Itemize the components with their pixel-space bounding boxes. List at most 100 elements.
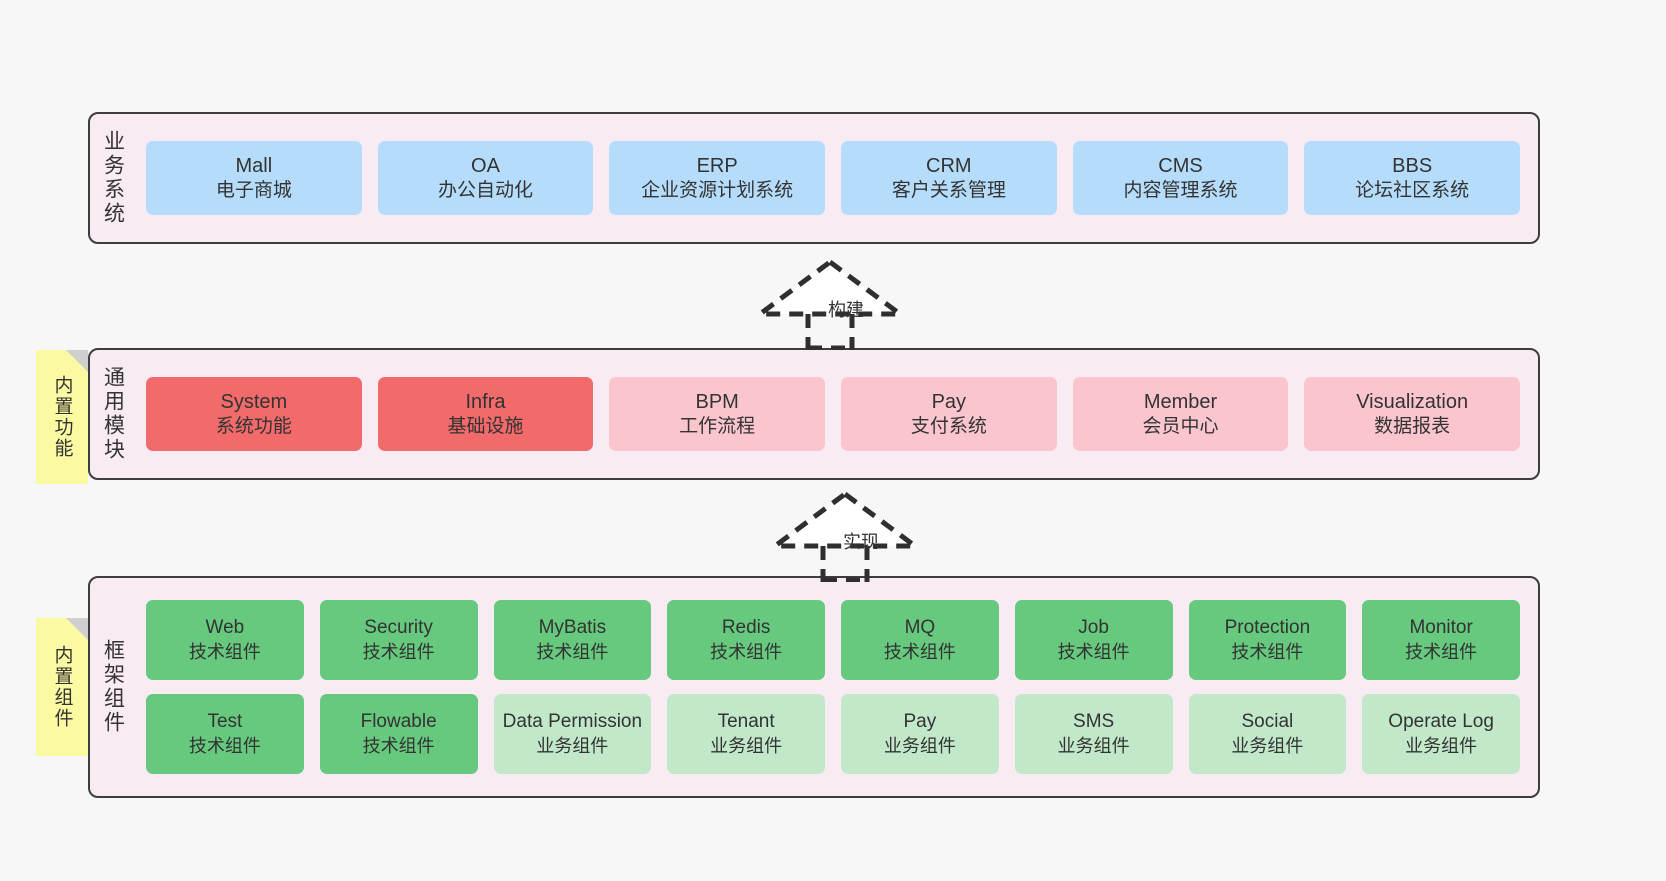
card-web[interactable]: Web 技术组件 (146, 600, 304, 680)
card-infra[interactable]: Infra 基础设施 (377, 377, 594, 451)
card-title-en: OA (471, 154, 500, 177)
card-mall[interactable]: Mall 电子商城 (146, 141, 362, 215)
card-pay-business[interactable]: Pay 业务组件 (841, 694, 999, 774)
card-title-en: Visualization (1356, 390, 1469, 413)
card-title-cn: 系统功能 (215, 415, 292, 437)
card-title-cn: 数据报表 (1374, 415, 1451, 437)
card-title-cn: 技术组件 (1405, 641, 1478, 662)
card-system[interactable]: System 系统功能 (146, 377, 362, 451)
card-title-cn: 业务组件 (1231, 735, 1304, 756)
card-title-en: Tenant (717, 710, 775, 732)
card-grid-business-systems: Mall 电子商城 OA 办公自动化 ERP 企业资源计划系统 CRM 客户关系… (136, 114, 1538, 242)
card-monitor[interactable]: Monitor 技术组件 (1362, 600, 1520, 680)
card-grid-framework-components: Web 技术组件 Security 技术组件 MyBatis 技术组件 Redi… (136, 578, 1538, 796)
card-title-en: CRM (926, 154, 972, 177)
card-erp[interactable]: ERP 企业资源计划系统 (609, 141, 825, 215)
card-title-cn: 技术组件 (1057, 641, 1130, 662)
sticky-note-label: 内置组件 (51, 645, 73, 729)
sticky-note-builtin-functions: 内置功能 (36, 350, 88, 484)
layer-business-systems: 业务系统 Mall 电子商城 OA 办公自动化 ERP 企业资源计划系统 CRM… (88, 112, 1540, 244)
card-title-cn: 客户关系管理 (891, 179, 1006, 201)
card-cms[interactable]: CMS 内容管理系统 (1072, 141, 1289, 215)
card-title-en: System (220, 390, 288, 413)
card-title-en: BPM (695, 390, 739, 413)
card-test[interactable]: Test 技术组件 (146, 694, 304, 774)
card-title-en: Data Permission (502, 710, 643, 732)
card-oa[interactable]: OA 办公自动化 (377, 141, 594, 215)
card-bpm[interactable]: BPM 工作流程 (609, 377, 825, 451)
card-title-en: CMS (1158, 154, 1203, 177)
card-mq[interactable]: MQ 技术组件 (841, 600, 999, 680)
card-title-en: Operate Log (1388, 710, 1494, 732)
card-title-cn: 企业资源计划系统 (641, 179, 794, 201)
folded-corner-icon (66, 618, 88, 640)
card-operate-log[interactable]: Operate Log 业务组件 (1362, 694, 1520, 774)
card-security[interactable]: Security 技术组件 (319, 600, 478, 680)
connector-label-implement: 实现 (843, 532, 879, 552)
card-pay[interactable]: Pay 支付系统 (841, 377, 1057, 451)
card-title-en: Mall (235, 154, 273, 177)
sticky-note-label: 内置功能 (51, 375, 73, 459)
card-title-cn: 业务组件 (536, 735, 609, 756)
folded-corner-icon (66, 350, 88, 372)
generalization-arrow-icon (755, 258, 905, 350)
card-bbs[interactable]: BBS 论坛社区系统 (1304, 141, 1520, 215)
card-title-en: Monitor (1409, 616, 1473, 638)
card-job[interactable]: Job 技术组件 (1014, 600, 1173, 680)
card-title-en: Web (205, 616, 245, 638)
card-social[interactable]: Social 业务组件 (1188, 694, 1347, 774)
card-title-cn: 技术组件 (536, 641, 609, 662)
card-title-en: MQ (904, 616, 936, 638)
layer-framework-components: 框架组件 Web 技术组件 Security 技术组件 MyBatis 技术组件… (88, 576, 1540, 798)
layer-label-framework-components: 框架组件 (101, 639, 125, 735)
card-member[interactable]: Member 会员中心 (1072, 377, 1289, 451)
card-title-en: Infra (465, 390, 506, 413)
card-title-cn: 内容管理系统 (1123, 179, 1238, 201)
connector-implement: 实现 (770, 490, 920, 582)
card-title-cn: 工作流程 (679, 415, 756, 437)
card-title-cn: 会员中心 (1142, 415, 1219, 437)
card-title-cn: 支付系统 (910, 415, 987, 437)
layer-common-modules: 通用模块 System 系统功能 Infra 基础设施 BPM 工作流程 Pay… (88, 348, 1540, 480)
card-visualization[interactable]: Visualization 数据报表 (1304, 377, 1520, 451)
card-sms[interactable]: SMS 业务组件 (1014, 694, 1173, 774)
card-title-cn: 办公自动化 (437, 179, 533, 201)
card-title-cn: 业务组件 (710, 735, 783, 756)
card-title-en: Pay (903, 710, 937, 732)
sticky-note-builtin-components: 内置组件 (36, 618, 88, 756)
card-title-en: Member (1143, 390, 1218, 413)
card-data-permission[interactable]: Data Permission 业务组件 (493, 694, 652, 774)
card-mybatis[interactable]: MyBatis 技术组件 (493, 600, 652, 680)
card-title-en: Security (364, 616, 433, 638)
card-title-en: MyBatis (538, 616, 607, 638)
card-title-cn: 基础设施 (447, 415, 524, 437)
card-title-cn: 技术组件 (1231, 641, 1304, 662)
generalization-arrow-icon (770, 490, 920, 582)
card-title-en: Redis (721, 616, 771, 638)
card-title-en: BBS (1392, 154, 1433, 177)
card-title-en: Test (207, 710, 243, 732)
card-title-cn: 技术组件 (362, 641, 435, 662)
card-title-cn: 技术组件 (883, 641, 956, 662)
card-title-cn: 技术组件 (188, 735, 261, 756)
card-title-en: Flowable (360, 710, 437, 732)
card-redis[interactable]: Redis 技术组件 (667, 600, 825, 680)
card-title-cn: 论坛社区系统 (1355, 179, 1470, 201)
card-tenant[interactable]: Tenant 业务组件 (667, 694, 825, 774)
card-title-en: Job (1078, 616, 1109, 638)
card-title-cn: 技术组件 (362, 735, 435, 756)
card-title-cn: 技术组件 (188, 641, 261, 662)
connector-label-build: 构建 (828, 300, 864, 320)
card-title-cn: 技术组件 (710, 641, 783, 662)
card-flowable[interactable]: Flowable 技术组件 (319, 694, 478, 774)
layer-label-business-systems: 业务系统 (101, 130, 125, 226)
card-title-en: Social (1241, 710, 1294, 732)
card-title-cn: 业务组件 (1405, 735, 1478, 756)
card-title-en: ERP (696, 154, 738, 177)
layer-label-common-modules: 通用模块 (101, 366, 125, 462)
card-crm[interactable]: CRM 客户关系管理 (841, 141, 1057, 215)
card-title-cn: 业务组件 (883, 735, 956, 756)
card-protection[interactable]: Protection 技术组件 (1188, 600, 1347, 680)
card-title-en: Protection (1224, 616, 1311, 638)
